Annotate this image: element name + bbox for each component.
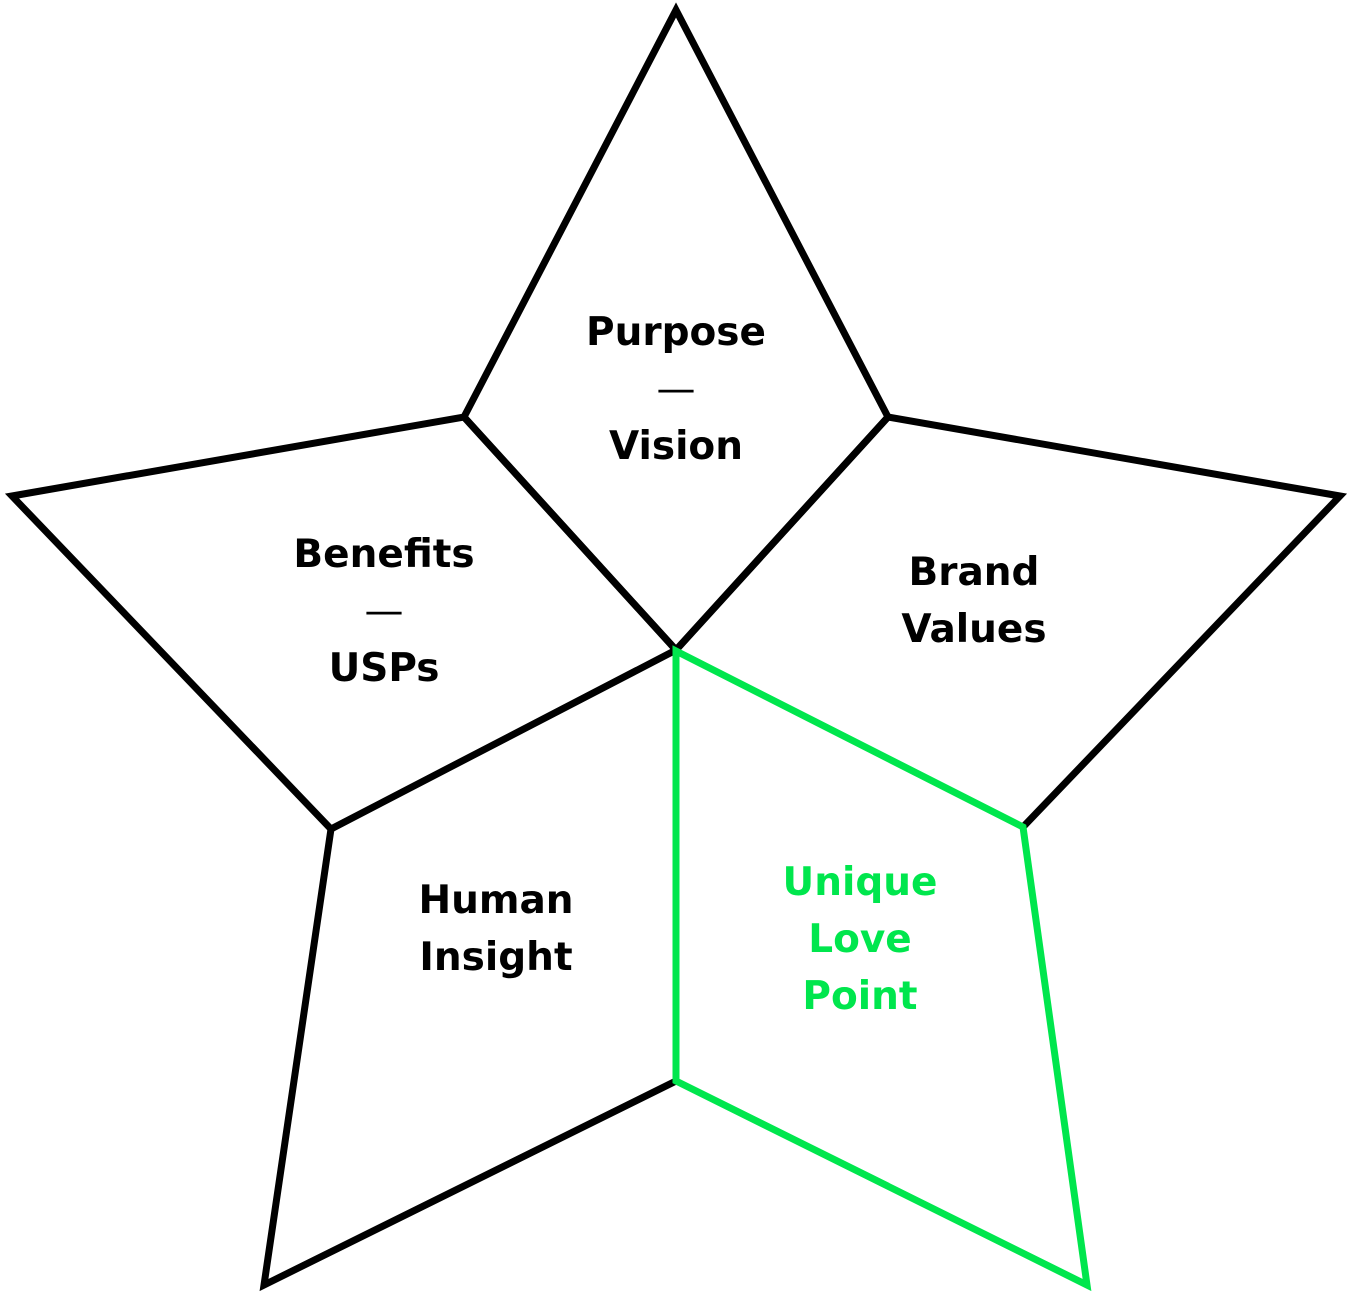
label-line: USPs	[328, 646, 440, 691]
segment-outline-unique-love-point	[672, 645, 1092, 1292]
label-line: Benefits	[293, 532, 475, 577]
label-purpose-vision: Purpose — Vision	[586, 304, 766, 475]
label-line: Purpose	[586, 310, 766, 355]
label-line: Brand	[908, 550, 1040, 595]
label-line: Insight	[419, 935, 573, 980]
segment-outline-benefits-usps	[4, 413, 682, 834]
label-line: Unique	[782, 860, 938, 905]
label-line: Vision	[608, 424, 743, 469]
label-line: Love	[808, 917, 912, 962]
label-line: Human	[418, 878, 574, 923]
segment-outline-brand-values	[671, 413, 1348, 832]
label-brand-values: Brand Values	[901, 544, 1046, 658]
label-human-insight: Human Insight	[418, 872, 573, 986]
segment-outline-human-insight	[259, 825, 681, 1292]
label-unique-love-point: Unique Love Point	[783, 854, 938, 1025]
label-line: Point	[802, 974, 918, 1019]
label-separator: —	[656, 367, 696, 412]
label-benefits-usps: Benefits — USPs	[293, 526, 474, 697]
label-separator: —	[364, 589, 404, 634]
label-line: Values	[901, 607, 1047, 652]
